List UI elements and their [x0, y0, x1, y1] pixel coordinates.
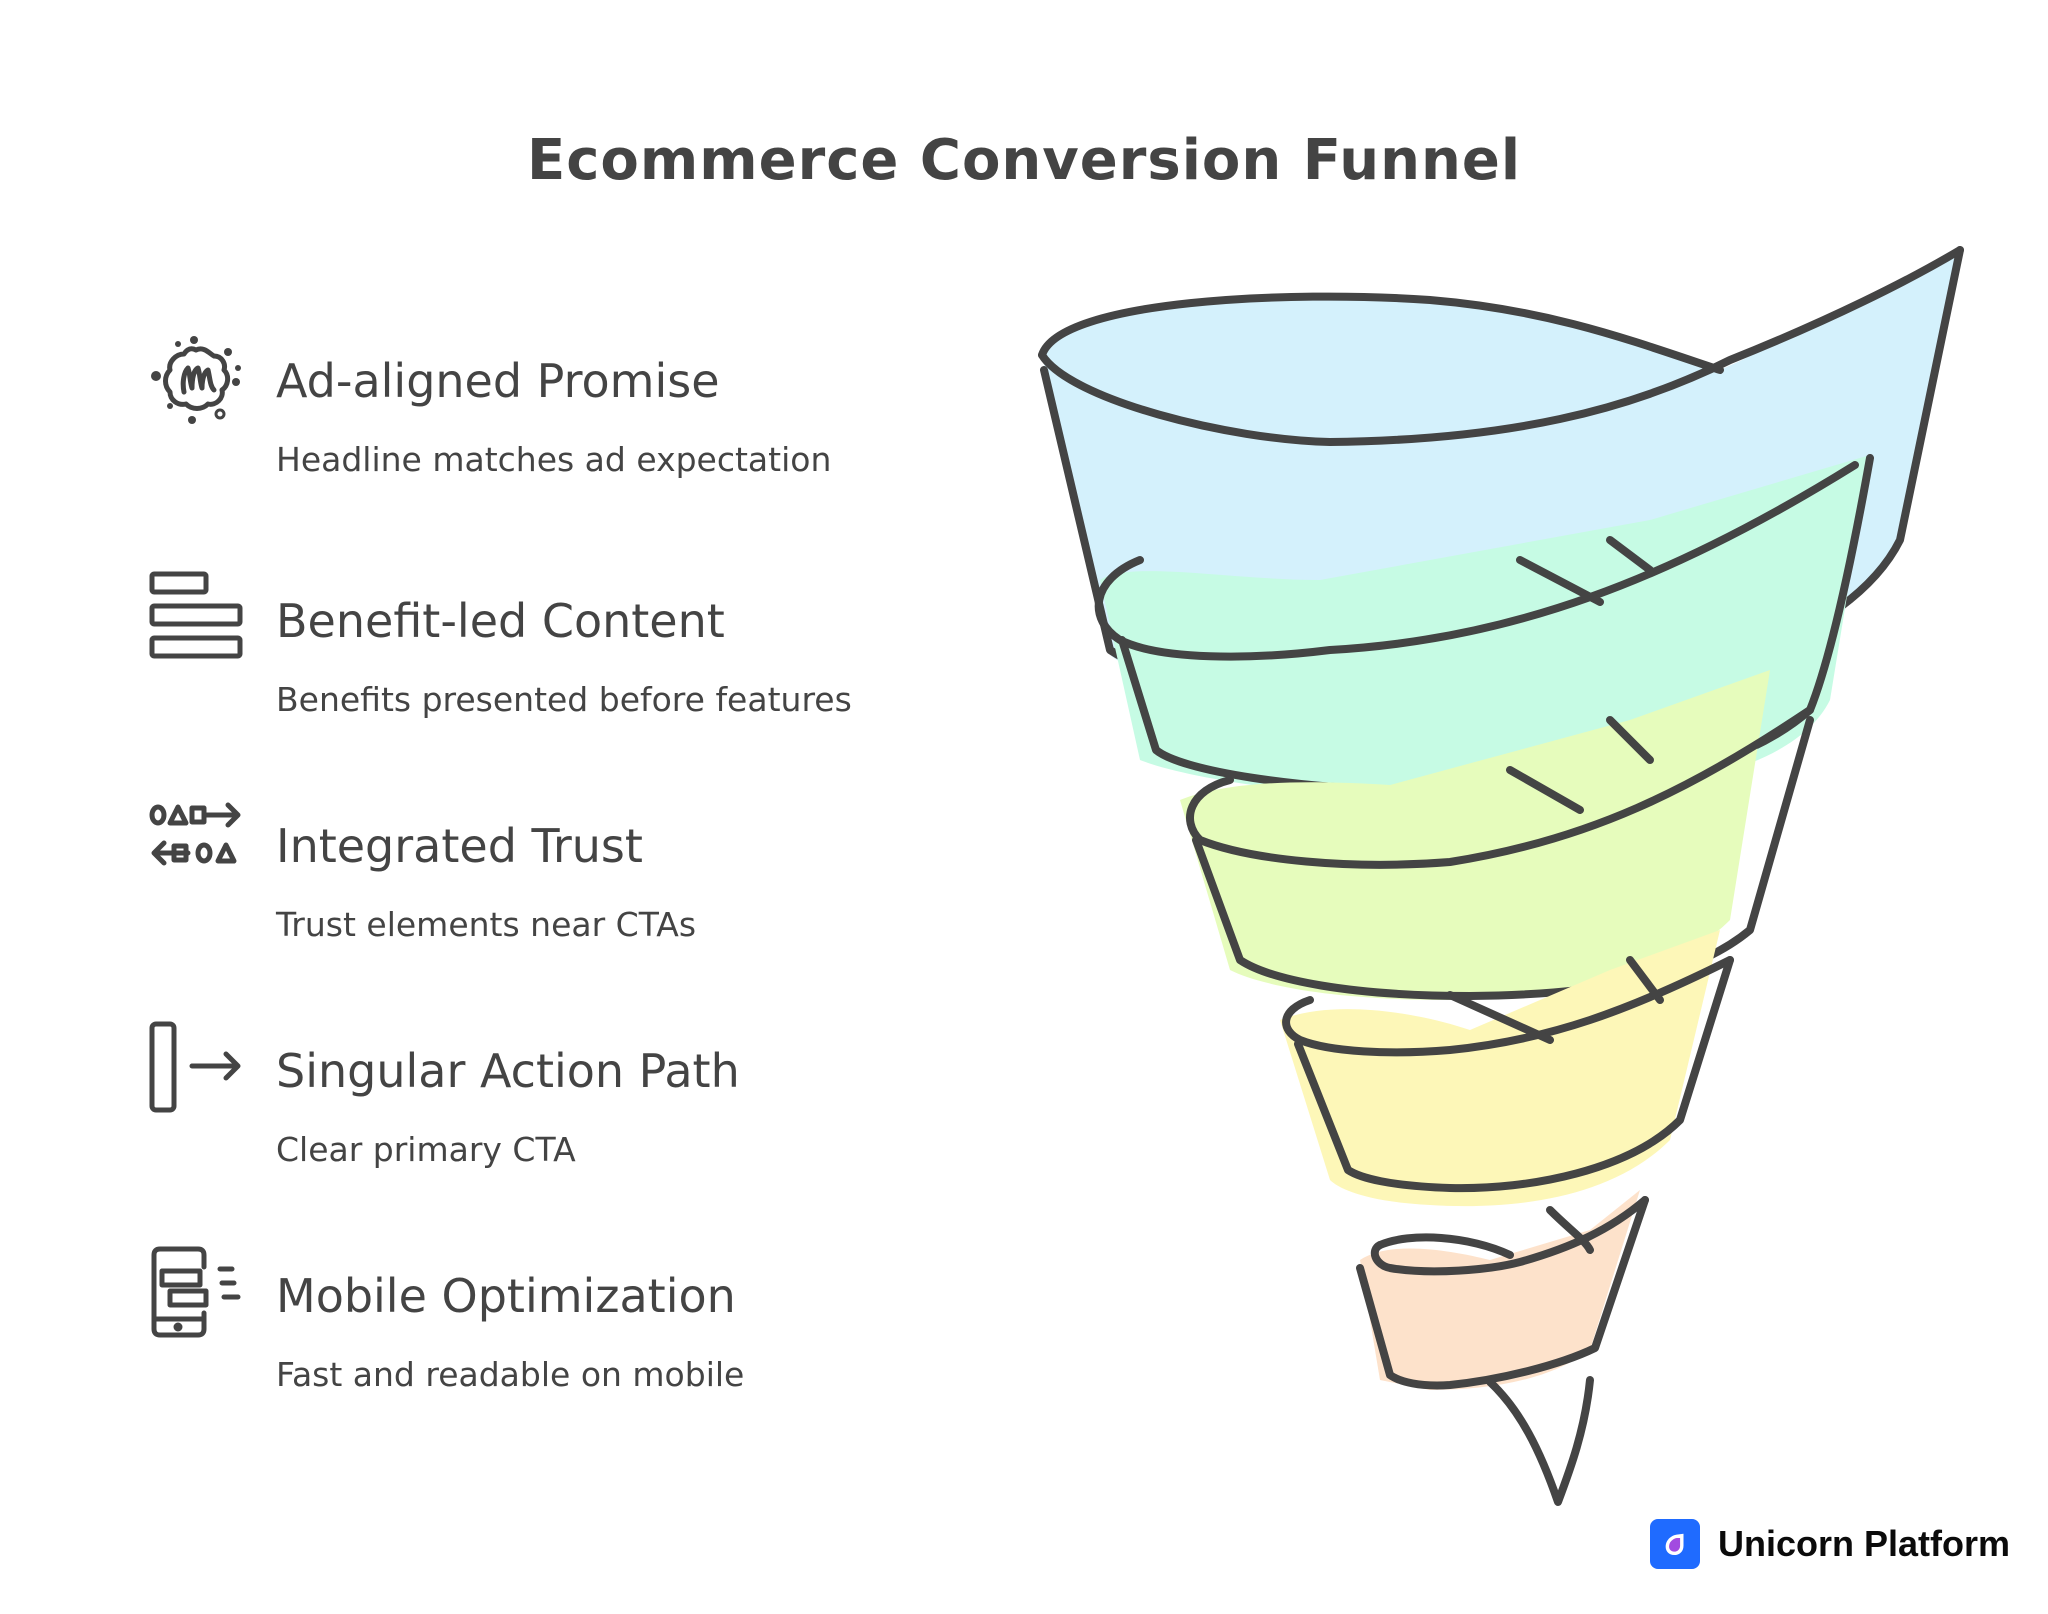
brand-watermark: Unicorn Platform	[1650, 1518, 2010, 1570]
stage-mobile-optimization: Mobile Optimization Fast and readable on…	[148, 1245, 968, 1435]
stage-description: Fast and readable on mobile	[276, 1355, 745, 1394]
shapes-flow-icon	[148, 795, 244, 891]
mobile-phone-icon	[148, 1245, 244, 1341]
box-arrow-icon	[148, 1020, 244, 1116]
funnel-band-4	[1280, 930, 1734, 1207]
badge-m-icon	[148, 330, 244, 426]
unicorn-platform-logo-icon	[1650, 1519, 1700, 1569]
funnel-band-5	[1356, 1190, 1649, 1390]
stage-description: Trust elements near CTAs	[276, 905, 697, 944]
stacked-bars-icon	[148, 570, 244, 666]
stage-label: Mobile Optimization	[276, 1269, 736, 1323]
diagram-title: Ecommerce Conversion Funnel	[526, 128, 1522, 193]
stage-label: Ad-aligned Promise	[276, 354, 720, 408]
stage-description: Clear primary CTA	[276, 1130, 576, 1169]
funnel-tip	[1486, 1376, 1594, 1506]
stage-ad-aligned-promise: Ad-aligned Promise Headline matches ad e…	[148, 330, 968, 520]
stage-benefit-led-content: Benefit-led Content Benefits presented b…	[148, 570, 968, 760]
funnel-band-3	[1180, 670, 1814, 1000]
funnel-illustration	[1030, 240, 1990, 1520]
brand-name: Unicorn Platform	[1718, 1523, 2011, 1564]
stage-label: Singular Action Path	[276, 1044, 740, 1098]
stage-label: Benefit-led Content	[276, 594, 725, 648]
stage-label: Integrated Trust	[276, 819, 643, 873]
stage-description: Headline matches ad expectation	[276, 440, 832, 479]
stage-description: Benefits presented before features	[276, 680, 852, 719]
stage-integrated-trust: Integrated Trust Trust elements near CTA…	[148, 795, 968, 985]
stage-singular-action-path: Singular Action Path Clear primary CTA	[148, 1020, 968, 1210]
